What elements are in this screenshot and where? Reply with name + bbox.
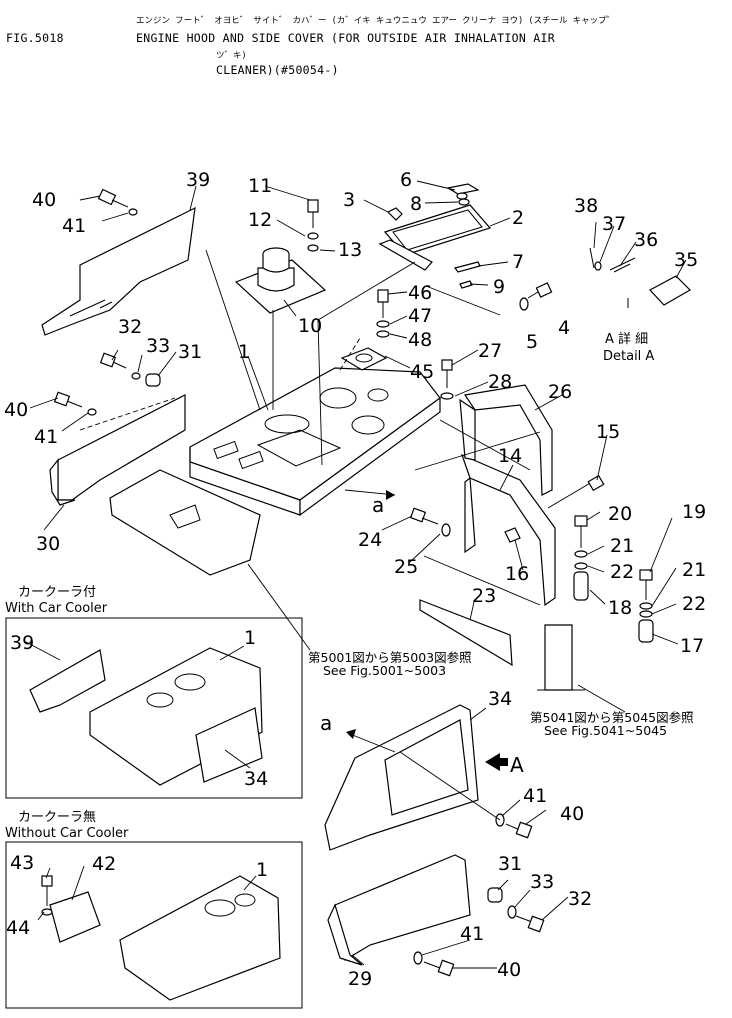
callout-48: 48 [408, 329, 432, 351]
with-car-cooler-label: With Car Cooler [5, 601, 108, 616]
ref2-label: See Fig.5041~5045 [544, 723, 667, 738]
callout-33-lower: 33 [530, 871, 554, 893]
figure-number: FIG.5018 [6, 31, 64, 45]
callout-34: 34 [488, 688, 512, 710]
callout-24: 24 [358, 529, 382, 551]
callout-40-mid: 40 [4, 399, 28, 421]
ref1-label: See Fig.5001~5003 [323, 663, 446, 678]
callout-41-bottom: 41 [460, 923, 484, 945]
callout-40: 40 [32, 189, 56, 211]
callout-6: 6 [400, 169, 412, 191]
callout-43: 43 [10, 852, 34, 874]
callout-numbers: 40 41 39 11 12 13 3 6 8 2 7 9 4 5 10 46 … [4, 169, 706, 990]
callout-46: 46 [408, 282, 432, 304]
frame-part [419, 384, 585, 691]
view-marker-a: a [372, 493, 384, 517]
callout-1-inset-a: 1 [244, 627, 256, 649]
callout-37: 37 [602, 213, 626, 235]
callout-41: 41 [62, 215, 86, 237]
side-cover-lower-part [327, 854, 471, 966]
callout-27: 27 [478, 340, 502, 362]
side-cover-right-part [324, 704, 479, 851]
callout-22: 22 [610, 561, 634, 583]
callout-1-inset-b: 1 [256, 859, 268, 881]
callout-18: 18 [608, 597, 632, 619]
callout-29: 29 [348, 968, 372, 990]
callout-39-inset: 39 [10, 632, 34, 654]
ref2-kana: 第5041図から第5045図参照 [530, 710, 694, 725]
callout-41-lower: 41 [523, 785, 547, 807]
top-cover-part [378, 204, 492, 289]
callout-44: 44 [6, 917, 30, 939]
callout-15: 15 [596, 421, 620, 443]
title-line-1: ENGINE HOOD AND SIDE COVER (FOR OUTSIDE … [136, 31, 555, 45]
callout-47: 47 [408, 305, 432, 327]
callout-16: 16 [505, 563, 529, 585]
engine-hood-part [189, 367, 441, 517]
callout-23: 23 [472, 585, 496, 607]
callout-17: 17 [680, 635, 704, 657]
without-car-cooler-inset [5, 841, 303, 1009]
view-marker-a-lower: a [320, 711, 332, 735]
callout-7: 7 [512, 251, 524, 273]
wing-nut-part [446, 183, 480, 195]
title-kana-line-2: ツ゛キ) [216, 51, 247, 61]
callout-10: 10 [298, 315, 322, 337]
callout-40-bottom: 40 [497, 959, 521, 981]
callout-20: 20 [608, 503, 632, 525]
without-car-cooler-label: Without Car Cooler [5, 826, 129, 841]
callout-45: 45 [410, 361, 434, 383]
callout-36: 36 [634, 229, 658, 251]
callout-19: 19 [682, 501, 706, 523]
callout-42: 42 [92, 853, 116, 875]
without-car-cooler-kana: カークーラ無 [18, 810, 96, 825]
callout-5: 5 [526, 331, 538, 353]
title-kana: エンジン フート゛ オヨヒ゛ サイト゛ カハ゛ー (カ゛イキ キュウニュウ エア… [136, 16, 616, 26]
callout-11: 11 [248, 175, 272, 197]
callout-14: 14 [498, 445, 522, 467]
callout-32-lower: 32 [568, 888, 592, 910]
precleaner-base-part [234, 247, 327, 314]
front-panel-part [109, 469, 261, 576]
detail-a-kana: A 詳 細 [605, 331, 648, 347]
callout-2: 2 [512, 207, 524, 229]
callout-1: 1 [238, 341, 250, 363]
side-cover-upper-part [41, 206, 196, 336]
callout-35: 35 [674, 249, 698, 271]
callout-40-lower: 40 [560, 803, 584, 825]
callout-22-b: 22 [682, 593, 706, 615]
callout-25: 25 [394, 556, 418, 578]
callout-32: 32 [118, 316, 142, 338]
ref1-kana: 第5001図から第5003図参照 [308, 650, 472, 665]
title-line-3: CLEANER)(#50054-) [216, 63, 339, 77]
callout-31-lower: 31 [498, 853, 522, 875]
callout-34-inset: 34 [244, 768, 268, 790]
callout-9: 9 [493, 276, 505, 298]
callout-8: 8 [410, 193, 422, 215]
detail-a-label: Detail A [603, 349, 654, 364]
callout-13: 13 [338, 239, 362, 261]
detail-a-part [649, 275, 691, 306]
callout-21-b: 21 [682, 559, 706, 581]
view-marker-A: A [510, 753, 524, 777]
leader-lines [25, 180, 687, 969]
callout-31: 31 [178, 341, 202, 363]
callout-3: 3 [343, 189, 355, 211]
callout-39: 39 [186, 169, 210, 191]
callout-28: 28 [488, 371, 512, 393]
side-cover-left-part [49, 394, 186, 506]
callout-30: 30 [36, 533, 60, 555]
callout-38: 38 [574, 195, 598, 217]
callout-12: 12 [248, 209, 272, 231]
callout-26: 26 [548, 381, 572, 403]
with-car-cooler-inset [5, 617, 303, 799]
callout-4: 4 [558, 317, 570, 339]
callout-33: 33 [146, 335, 170, 357]
hardware-group [41, 188, 654, 977]
callout-41-mid: 41 [34, 426, 58, 448]
callout-21: 21 [610, 535, 634, 557]
with-car-cooler-kana: カークーラ付 [18, 585, 96, 600]
